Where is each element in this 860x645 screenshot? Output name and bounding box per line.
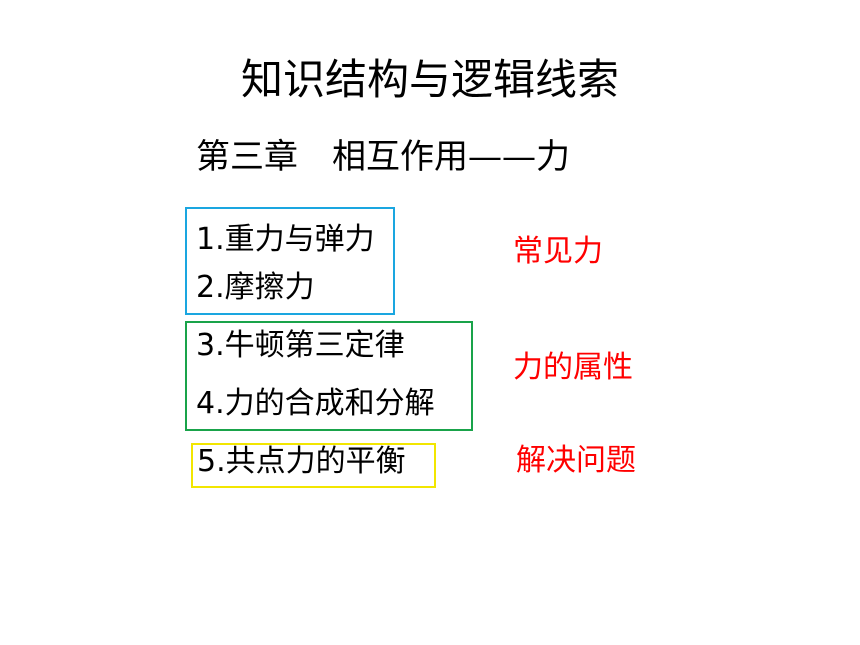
category-label-problem-solving: 解决问题 bbox=[516, 443, 636, 478]
list-item-gravity-elastic-force: 1.重力与弹力 bbox=[196, 222, 375, 257]
category-label-force-properties: 力的属性 bbox=[513, 350, 633, 385]
slide-title: 知识结构与逻辑线索 bbox=[240, 55, 619, 104]
list-item-force-composition: 4.力的合成和分解 bbox=[196, 386, 435, 421]
group-box-problem-solving bbox=[191, 443, 436, 488]
chapter-topic: 相互作用——力 bbox=[332, 137, 570, 177]
list-item-newtons-third-law: 3.牛顿第三定律 bbox=[196, 328, 405, 363]
group-box-force-properties bbox=[185, 321, 473, 431]
category-label-common-forces: 常见力 bbox=[513, 234, 603, 269]
chapter-heading: 第三章相互作用——力 bbox=[196, 134, 570, 180]
list-item-friction: 2.摩擦力 bbox=[196, 270, 315, 305]
list-item-concurrent-equilibrium: 5.共点力的平衡 bbox=[197, 444, 406, 479]
group-box-common-forces bbox=[185, 207, 395, 315]
chapter-label: 第三章 bbox=[196, 137, 298, 177]
